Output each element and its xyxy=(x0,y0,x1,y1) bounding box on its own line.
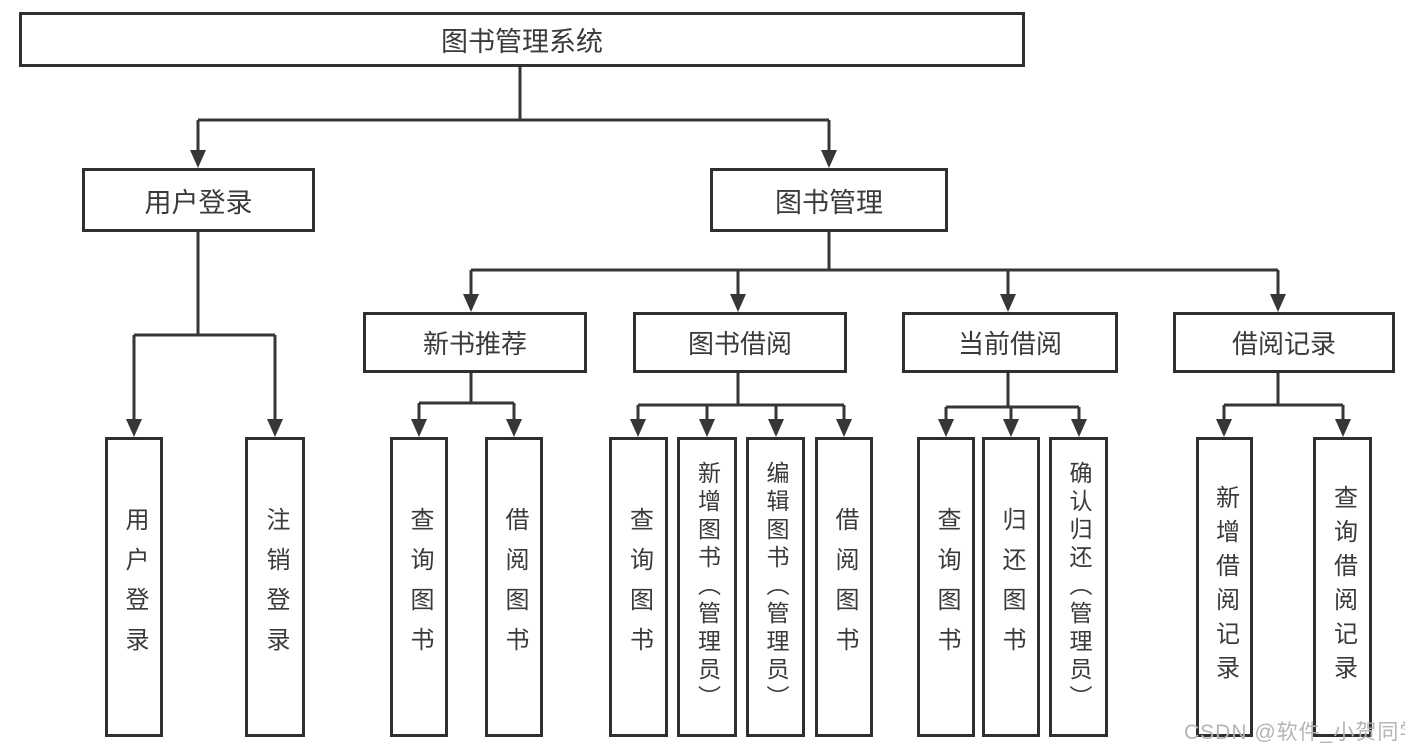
leaf-label: 新增图书（管理员） xyxy=(694,461,721,713)
leaf-borrow-add-book-admin: 新增图书（管理员） xyxy=(677,437,737,737)
connector-recommend-to-leaves xyxy=(411,373,522,437)
node-label: 图书借阅 xyxy=(687,329,792,359)
leaf-label: 查询图书 xyxy=(625,507,653,667)
connector-borrow-to-leaves xyxy=(630,373,852,437)
leaf-label: 查询图书 xyxy=(933,507,960,667)
leaf-current-query-book: 查询图书 xyxy=(917,437,975,737)
connector-root-to-level2 xyxy=(190,67,837,168)
leaf-records-add-record: 新增借阅记录 xyxy=(1196,437,1253,737)
connector-book-management-to-level3 xyxy=(463,232,1286,312)
leaf-logout: 注销登录 xyxy=(245,437,305,737)
node-user-login: 用户登录 xyxy=(82,168,315,232)
leaf-label: 查询图书 xyxy=(406,507,433,667)
node-library-management-system: 图书管理系统 xyxy=(19,12,1025,67)
connector-records-to-leaves xyxy=(1216,373,1351,437)
connector-current-to-leaves xyxy=(938,373,1087,437)
node-label: 当前借阅 xyxy=(957,329,1062,359)
leaf-label: 注销登录 xyxy=(262,507,289,667)
connector-user-login-to-leaves xyxy=(126,232,283,437)
leaf-records-query-record: 查询借阅记录 xyxy=(1313,437,1372,737)
leaf-label: 借阅图书 xyxy=(831,507,858,667)
leaf-label: 查询借阅记录 xyxy=(1329,485,1357,689)
node-book-management: 图书管理 xyxy=(710,168,948,232)
leaf-label: 归还图书 xyxy=(998,507,1025,667)
leaf-label: 借阅图书 xyxy=(501,507,528,667)
leaf-label: 新增借阅记录 xyxy=(1211,485,1239,689)
leaf-borrow-query-book: 查询图书 xyxy=(609,437,668,737)
leaf-label: 编辑图书（管理员） xyxy=(763,461,789,713)
leaf-recommend-query-book: 查询图书 xyxy=(390,437,448,737)
node-borrow-records: 借阅记录 xyxy=(1173,312,1395,373)
csdn-watermark: CSDN @软件_小贺同学 xyxy=(1184,721,1405,744)
node-label: 图书管理 xyxy=(775,187,883,218)
leaf-user-login: 用户登录 xyxy=(105,437,163,737)
leaf-current-confirm-return-admin: 确认归还（管理员） xyxy=(1049,437,1108,737)
node-label: 图书管理系统 xyxy=(441,27,603,57)
leaf-borrow-borrow-book: 借阅图书 xyxy=(815,437,873,737)
leaf-borrow-edit-book-admin: 编辑图书（管理员） xyxy=(746,437,805,737)
leaf-label: 确认归还（管理员） xyxy=(1066,461,1092,713)
node-book-borrow: 图书借阅 xyxy=(633,312,847,373)
leaf-label: 用户登录 xyxy=(121,507,148,667)
node-current-borrow: 当前借阅 xyxy=(902,312,1118,373)
node-label: 用户登录 xyxy=(144,187,253,218)
leaf-current-return-book: 归还图书 xyxy=(982,437,1040,737)
leaf-recommend-borrow-book: 借阅图书 xyxy=(485,437,543,737)
node-label: 新书推荐 xyxy=(422,329,527,359)
node-new-book-recommend: 新书推荐 xyxy=(363,312,587,373)
node-label: 借阅记录 xyxy=(1231,329,1336,359)
